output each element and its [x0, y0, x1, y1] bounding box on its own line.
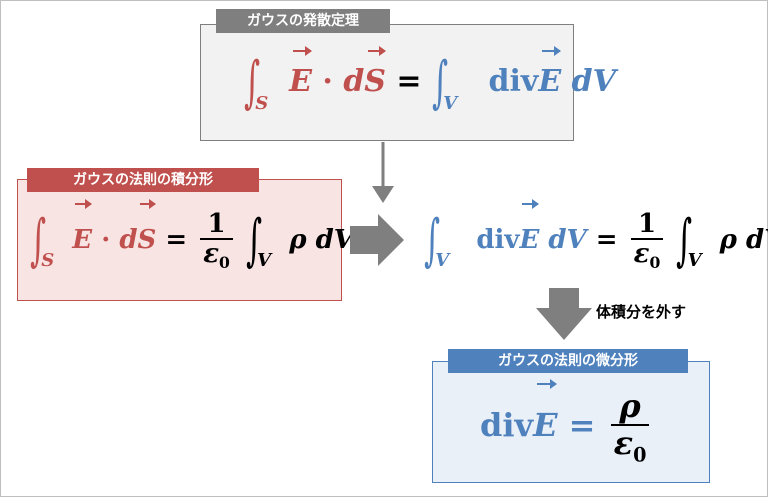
combined-rhs: = 1ε0 ∫V ρ dV: [595, 208, 768, 273]
differential-form-box: [432, 361, 710, 483]
integral-form-lhs: ∫S E · dS: [30, 199, 165, 271]
integral-form-tag: ガウスの法則の積分形: [27, 168, 259, 192]
combined-lhs: ∫V divE dV: [424, 199, 596, 271]
combined-equation: ∫V divE dV = 1ε0 ∫V ρ dV: [424, 199, 768, 296]
differential-form-tag: ガウスの法則の微分形: [448, 349, 688, 373]
gauss-lhs: ∫S E · dS: [244, 46, 386, 115]
arrow-label: 体積分を外す: [596, 303, 687, 321]
gauss-theorem-tag: ガウスの発散定理: [216, 9, 390, 33]
gauss-rhs: ∫V divE dV: [432, 46, 616, 115]
gauss-theorem-equation: ∫S E · dS = ∫V divE dV: [244, 46, 616, 115]
integral-form-box: [17, 179, 342, 301]
